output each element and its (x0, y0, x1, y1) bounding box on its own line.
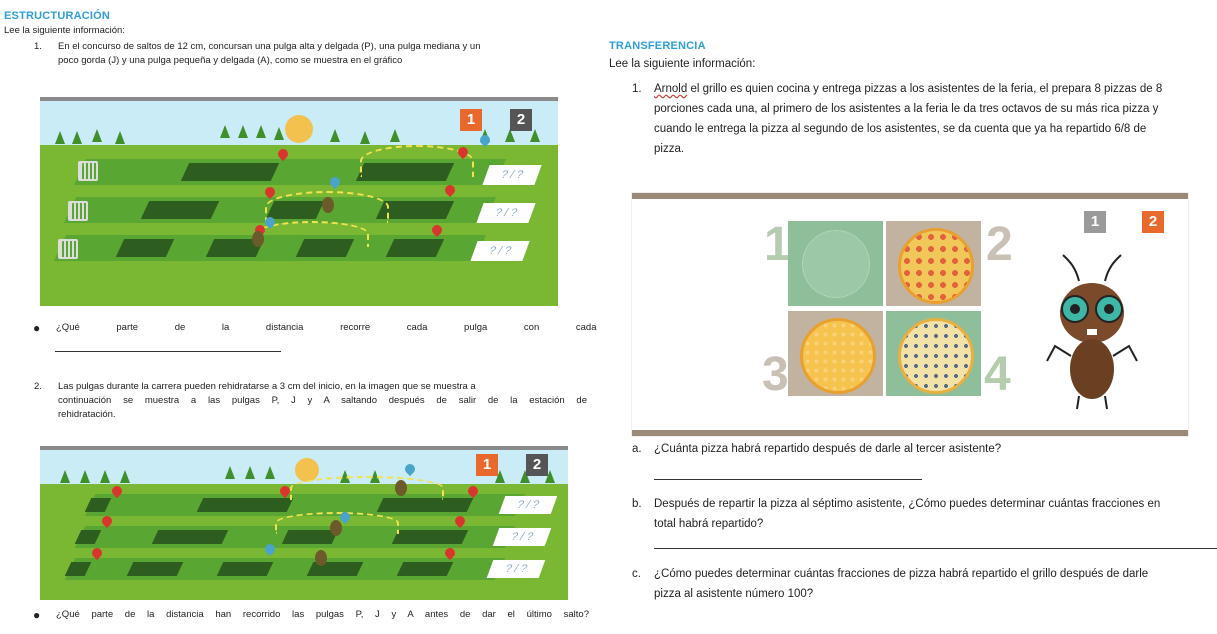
sun-icon (295, 458, 319, 482)
pizza-tile-2 (886, 221, 981, 306)
question-2-line-1: Las pulgas durante la carrera pueden reh… (58, 381, 476, 392)
pizza-sliced-icon (898, 228, 974, 304)
section-heading-estructuracion: ESTRUCTURACIÓN (4, 10, 111, 22)
pizza-cheese-icon (800, 318, 876, 394)
section-heading-transferencia: TRANSFERENCIA (609, 40, 706, 52)
option-letter: c. (632, 568, 641, 580)
line-1-text: el grillo es quien cocina y entrega pizz… (687, 83, 1163, 95)
pizza-tile-4 (886, 311, 981, 396)
step-badge: 2 (526, 454, 548, 476)
question-1-line-2: poco gorda (J) y una pulga pequeña y del… (58, 55, 403, 66)
fraction-tag: ? / ? (486, 560, 546, 578)
pizza-tile-3 (788, 311, 883, 396)
pizza-topping-icon (898, 318, 974, 394)
bullet-point: ● (33, 608, 41, 622)
pizza-number: 3 (762, 348, 789, 401)
question-number: 2. (34, 381, 42, 392)
question-b-line-2: total habrá repartido? (654, 518, 764, 530)
option-letter: b. (632, 498, 642, 510)
step-badge-active: 2 (1142, 211, 1164, 233)
pizza-number: 4 (984, 348, 1011, 401)
question-1-prompt: ¿Qué parte de la distancia recorre cada … (56, 322, 659, 333)
fraction-tag: ? / ? (470, 241, 530, 261)
flea-race-image-1: 1 2 ? / ? ? / ? ? / ? (40, 97, 558, 306)
fraction-tag: ? / ? (476, 203, 536, 223)
step-badge: 1 (1084, 211, 1106, 233)
pizza-number: 2 (986, 218, 1013, 271)
transfer-question-line-4: pizza. (654, 143, 685, 155)
transfer-question-line-3: cuando le entrega la pizza al segundo de… (654, 123, 1147, 135)
pizza-tile-1 (788, 221, 883, 306)
transfer-question-line-2: porciones cada una, al primero de los as… (654, 103, 1159, 115)
question-number: 1. (34, 41, 42, 52)
intro-text: Lee la siguiente información: (609, 58, 756, 70)
pizza-image: 1 2 3 4 1 2 (632, 193, 1188, 436)
fraction-tag: ? / ? (482, 165, 542, 185)
question-1-line-1: En el concurso de saltos de 12 cm, concu… (58, 41, 481, 52)
transfer-question-line-1: Arnold el grillo es quien cocina y entre… (654, 81, 1162, 98)
fraction-tag: ? / ? (498, 496, 558, 514)
sun-icon (285, 115, 313, 143)
question-b-line-1: Después de repartir la pizza al séptimo … (654, 498, 1161, 510)
step-badge: 2 (510, 109, 532, 131)
fraction-tag: ? / ? (492, 528, 552, 546)
question-a-text: ¿Cuánta pizza habrá repartido después de… (654, 443, 1002, 455)
question-2-line-2: continuación se muestra a las pulgas P, … (58, 395, 587, 406)
pizza-number: 1 (764, 218, 791, 271)
bullet-point: ● (33, 321, 41, 335)
question-c-line-1: ¿Cómo puedes determinar cuántas fraccion… (654, 568, 1149, 580)
intro-text: Lee la siguiente información: (4, 25, 125, 36)
question-2-prompt: ¿Qué parte de la distancia han recorrido… (56, 609, 589, 620)
name-arnold: Arnold (654, 83, 688, 95)
pizza-outline-icon (802, 230, 870, 298)
option-letter: a. (632, 443, 642, 455)
step-badge-active: 1 (476, 454, 498, 476)
question-c-line-2: pizza al asistente número 100? (654, 588, 814, 600)
question-2-line-3: rehidratación. (58, 409, 116, 420)
answer-line[interactable] (55, 351, 281, 352)
cricket-character-icon (1046, 254, 1138, 410)
flea-race-image-2: 1 2 ? / ? ? / ? ? / ? (40, 446, 568, 600)
answer-line[interactable] (654, 479, 922, 480)
question-number: 1. (632, 83, 642, 95)
answer-line[interactable] (654, 548, 1217, 549)
step-badge-active: 1 (460, 109, 482, 131)
